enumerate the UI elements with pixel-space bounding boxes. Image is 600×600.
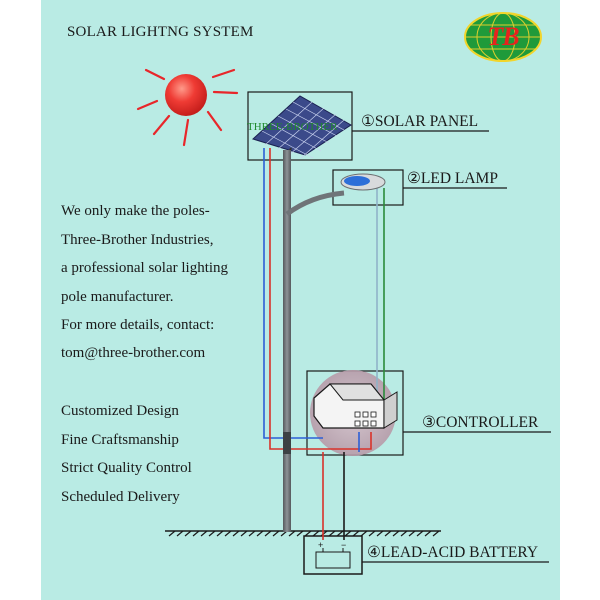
ground-line bbox=[165, 530, 441, 537]
intro-line: pole manufacturer. bbox=[61, 289, 174, 305]
panel-brand-text: THREE-BROTHER bbox=[247, 121, 338, 133]
page-title: SOLAR LIGHTNG SYSTEM bbox=[67, 24, 254, 40]
feature-item: Scheduled Delivery bbox=[61, 489, 180, 505]
wiring bbox=[263, 148, 385, 540]
svg-text:+: + bbox=[318, 540, 323, 550]
street-pole bbox=[283, 150, 345, 532]
sun-icon bbox=[136, 68, 239, 147]
logo-text: TB bbox=[487, 22, 519, 51]
solar-panel bbox=[252, 95, 352, 163]
contact-email: tom@three-brother.com bbox=[61, 345, 206, 361]
feature-item: Customized Design bbox=[61, 403, 179, 419]
feature-item: Fine Craftsmanship bbox=[61, 432, 179, 448]
intro-line: For more details, contact: bbox=[61, 317, 215, 333]
controller-label: ③CONTROLLER bbox=[422, 414, 539, 431]
led-lamp-icon bbox=[340, 173, 386, 191]
solar-panel-frame bbox=[247, 91, 353, 161]
solar-system-diagram: + − SOLAR LIGHTNG SYSTEM TB THREE-BROTHE… bbox=[41, 0, 560, 600]
intro-line: a professional solar lighting bbox=[61, 260, 229, 276]
intro-line: We only make the poles- bbox=[61, 203, 210, 219]
intro-line: Three-Brother Industries, bbox=[61, 232, 214, 248]
battery-frame bbox=[303, 535, 363, 575]
feature-item: Strict Quality Control bbox=[61, 460, 192, 476]
svg-text:−: − bbox=[341, 540, 346, 550]
solar-panel-label: ①SOLAR PANEL bbox=[361, 113, 479, 130]
battery-label: ④LEAD-ACID BATTERY bbox=[367, 544, 539, 561]
led-lamp-label: ②LED LAMP bbox=[407, 170, 498, 187]
battery-icon: + − bbox=[315, 540, 351, 569]
controller-device bbox=[313, 383, 398, 429]
logo-badge bbox=[464, 12, 542, 62]
